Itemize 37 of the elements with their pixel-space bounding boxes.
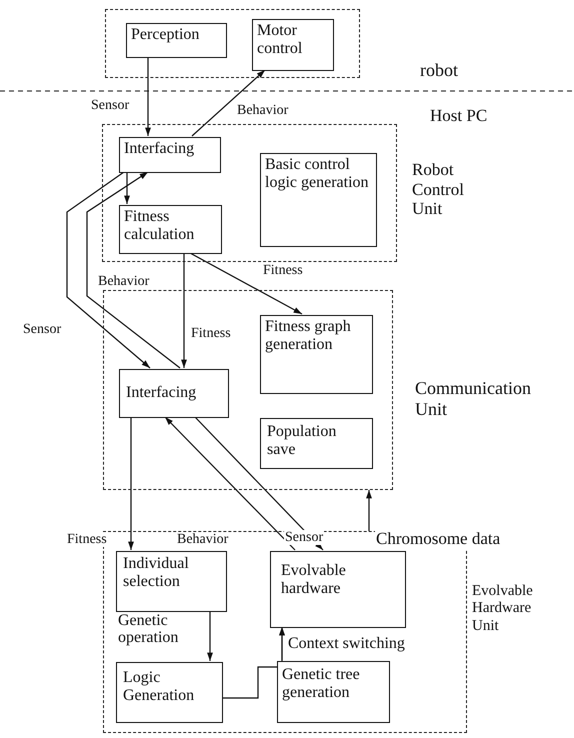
arrow	[145, 57, 151, 136]
edge-label: Sensor	[284, 530, 324, 546]
unit-label: Evolvable Hardware Unit	[472, 583, 534, 635]
process-box: Interfacing	[119, 137, 221, 173]
process-box: Motor control	[252, 19, 334, 71]
section-label: Host PC	[430, 106, 488, 126]
arrow	[181, 253, 187, 368]
edge-label: Context switching	[287, 635, 406, 653]
arrow	[194, 416, 324, 550]
arrow	[164, 416, 296, 550]
arrow	[128, 417, 134, 550]
process-box: Basic control logic generation	[260, 153, 377, 247]
arrow	[66, 172, 150, 368]
unit-label: robot	[420, 60, 459, 81]
process-box: Fitness calculation	[119, 205, 222, 254]
process-box: Genetic tree generation	[277, 661, 390, 723]
arrow	[190, 252, 302, 315]
arrow	[279, 627, 285, 660]
dashed-group-box	[102, 124, 397, 262]
unit-label: Robot Control Unit	[412, 160, 465, 219]
process-box: Population save	[260, 418, 373, 469]
process-box: Interfacing	[119, 369, 229, 418]
dashed-group-box	[103, 290, 393, 490]
process-box: Perception	[126, 23, 227, 58]
process-box: Logic Generation	[116, 662, 223, 723]
arrow	[124, 172, 130, 204]
process-box: Fitness graph generation	[260, 315, 373, 394]
arrow	[207, 611, 213, 661]
arrow	[192, 70, 266, 136]
process-box: Individual selection	[116, 551, 227, 612]
arrow	[366, 490, 372, 531]
unit-label: Communication Unit	[415, 378, 532, 420]
arrow	[86, 172, 180, 368]
process-box: Evolvable hardware	[270, 551, 406, 628]
dashed-group-box	[105, 9, 360, 78]
edge-label: Chromosome data	[375, 530, 502, 549]
edge-label: Fitness	[66, 532, 108, 548]
